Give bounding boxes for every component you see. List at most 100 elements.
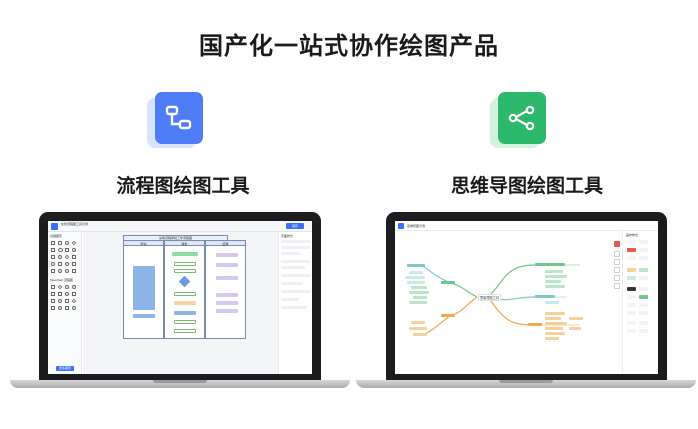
rectangle-shape[interactable] xyxy=(58,262,62,266)
mindmap-node[interactable] xyxy=(569,317,583,320)
flowchart-section-title[interactable]: Flowchart 流程图 xyxy=(50,278,73,282)
ellipse-shape[interactable] xyxy=(65,292,69,296)
theme-swatch[interactable] xyxy=(627,276,636,280)
circle-shape[interactable] xyxy=(51,262,55,266)
rectangle-shape[interactable] xyxy=(65,248,69,252)
circle-shape[interactable] xyxy=(72,306,76,310)
theme-swatch[interactable] xyxy=(639,321,648,325)
flow-node[interactable] xyxy=(216,276,238,280)
rectangle-shape[interactable] xyxy=(72,255,76,259)
mindmap-node[interactable] xyxy=(528,323,542,326)
more-icon[interactable] xyxy=(614,283,620,289)
mindmap-node[interactable] xyxy=(441,281,455,284)
mindmap-node[interactable] xyxy=(545,317,561,320)
rounded-shape[interactable] xyxy=(58,306,62,310)
flow-node[interactable] xyxy=(216,293,238,297)
mindmap-canvas[interactable]: 思维导图工具 xyxy=(395,231,622,374)
style-option[interactable] xyxy=(281,240,310,243)
theme-swatch[interactable] xyxy=(639,248,648,252)
style-option[interactable] xyxy=(281,274,310,277)
style-option[interactable] xyxy=(281,260,310,263)
flow-node[interactable] xyxy=(174,320,196,324)
flow-node[interactable] xyxy=(216,263,238,267)
flow-node[interactable] xyxy=(216,309,238,313)
rectangle-shape[interactable] xyxy=(51,248,55,252)
mindmap-node[interactable] xyxy=(545,322,567,325)
style-icon[interactable] xyxy=(614,259,620,265)
theme-swatch[interactable] xyxy=(639,276,648,280)
theme-swatch[interactable] xyxy=(627,303,636,307)
theme-swatch[interactable] xyxy=(639,295,648,299)
flow-node[interactable] xyxy=(133,266,155,310)
center-topic[interactable]: 思维导图工具 xyxy=(478,294,502,301)
rectangle-shape[interactable] xyxy=(58,292,62,296)
circle-shape[interactable] xyxy=(65,241,69,245)
mindmap-node[interactable] xyxy=(407,281,425,284)
link-icon[interactable] xyxy=(614,275,620,281)
style-option[interactable] xyxy=(281,290,310,293)
theme-swatch[interactable] xyxy=(627,295,636,299)
style-option[interactable] xyxy=(281,298,299,301)
flow-node[interactable] xyxy=(216,253,238,257)
swimlane[interactable]: 申请 xyxy=(123,240,164,339)
mindmap-node[interactable] xyxy=(413,296,427,299)
flowchart-canvas[interactable]: 采购流程审批工作流程图 申请 审批 xyxy=(83,232,278,374)
theme-swatch[interactable] xyxy=(627,256,636,260)
mindmap-node[interactable] xyxy=(545,301,559,304)
flow-node[interactable] xyxy=(174,301,196,305)
rectangle-shape[interactable] xyxy=(51,285,55,289)
circle-shape[interactable] xyxy=(58,299,62,303)
theme-swatch[interactable] xyxy=(639,311,648,315)
theme-swatch[interactable] xyxy=(627,287,636,291)
image-icon[interactable] xyxy=(614,267,620,273)
theme-swatch[interactable] xyxy=(627,240,636,244)
mindmap-node[interactable] xyxy=(407,264,425,267)
circle-shape[interactable] xyxy=(72,248,76,252)
mindmap-node[interactable] xyxy=(569,327,581,330)
rectangle-shape[interactable] xyxy=(51,292,55,296)
diamond-shape[interactable] xyxy=(64,254,70,260)
mindmap-node[interactable] xyxy=(409,301,427,304)
theme-swatch[interactable] xyxy=(639,256,648,260)
rectangle-shape[interactable] xyxy=(51,241,55,245)
swimlane[interactable]: 审批 xyxy=(164,240,205,339)
flow-node[interactable] xyxy=(216,301,238,305)
flow-node[interactable] xyxy=(174,329,196,333)
theme-swatch[interactable] xyxy=(639,287,648,291)
theme-swatch[interactable] xyxy=(639,303,648,307)
theme-swatch[interactable] xyxy=(639,268,648,272)
swimlane[interactable]: 结果 xyxy=(205,240,246,339)
theme-swatch[interactable] xyxy=(627,311,636,315)
style-option[interactable] xyxy=(281,252,301,255)
flow-node[interactable] xyxy=(172,252,198,256)
diamond-shape[interactable] xyxy=(71,240,77,246)
rectangle-shape[interactable] xyxy=(72,262,76,266)
style-option[interactable] xyxy=(281,246,310,249)
mindmap-node[interactable] xyxy=(441,314,455,317)
mindmap-node[interactable] xyxy=(535,263,565,266)
add-icon[interactable] xyxy=(614,241,620,247)
mindmap-node[interactable] xyxy=(545,332,565,335)
mindmap-node[interactable] xyxy=(535,295,555,298)
save-button[interactable]: 保存 xyxy=(286,223,304,229)
style-option[interactable] xyxy=(281,306,307,309)
rectangle-shape[interactable] xyxy=(72,292,76,296)
mindmap-node[interactable] xyxy=(409,271,423,274)
mindmap-node[interactable] xyxy=(545,275,567,278)
layout-icon[interactable] xyxy=(614,251,620,257)
document-title[interactable]: 在线流程图工具示例 xyxy=(61,222,89,226)
rectangle-shape[interactable] xyxy=(72,269,76,273)
mindmap-node[interactable] xyxy=(545,280,561,283)
mindmap-node[interactable] xyxy=(545,337,559,340)
theme-swatch[interactable] xyxy=(627,329,636,333)
flow-node[interactable] xyxy=(174,262,196,266)
mindmap-node[interactable] xyxy=(413,333,427,336)
flow-node[interactable] xyxy=(174,311,196,315)
rounded-shape[interactable] xyxy=(58,255,62,259)
mindmap-node[interactable] xyxy=(411,321,425,324)
diamond-shape[interactable] xyxy=(71,298,77,304)
flow-node[interactable] xyxy=(133,314,155,318)
rectangle-shape[interactable] xyxy=(65,299,69,303)
circle-shape[interactable] xyxy=(65,269,69,273)
theme-swatch[interactable] xyxy=(639,329,648,333)
